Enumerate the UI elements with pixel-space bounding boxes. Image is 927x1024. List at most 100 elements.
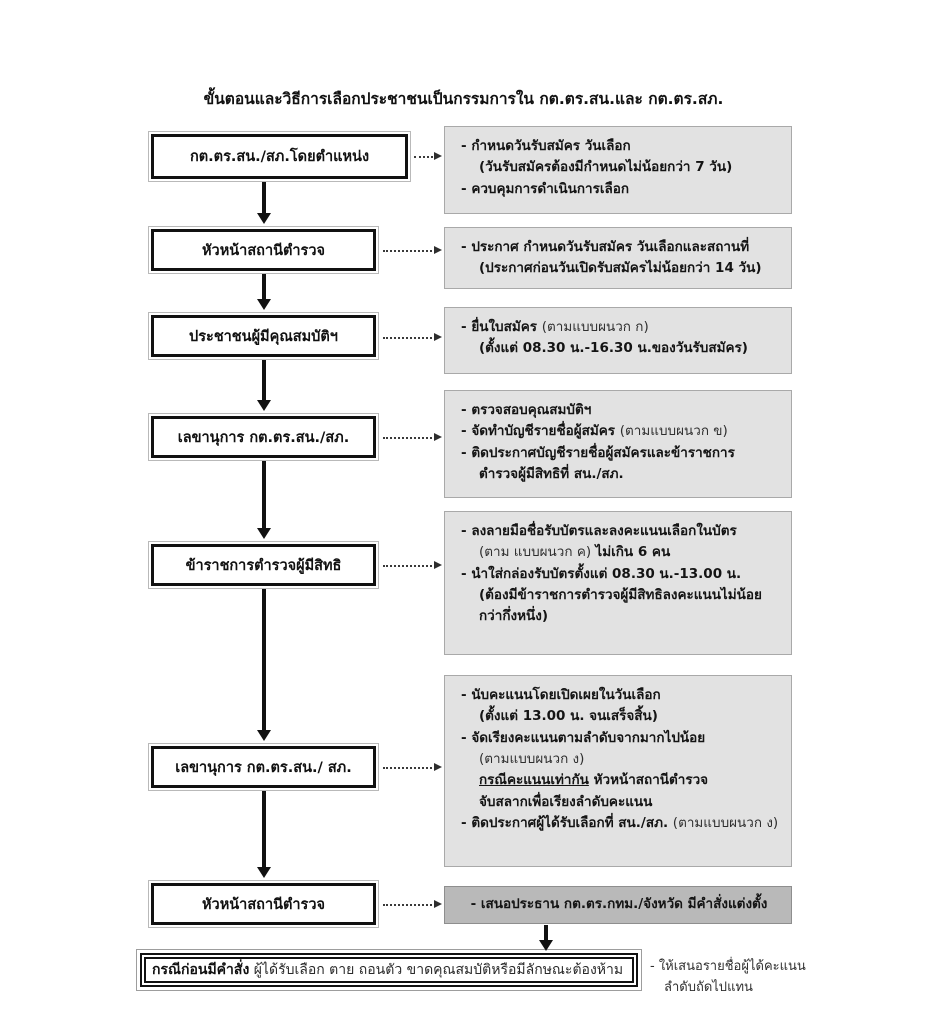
list-item: - ควบคุมการดำเนินการเลือก [461,180,630,197]
info-panel-2-list: - ประกาศ กำหนดวันรับสมัคร วันเลือกและสถา… [461,237,777,280]
info-panel-4: - ตรวจสอบคุณสมบัติฯ - จัดทำบัญชีรายชื่อผ… [444,390,792,498]
list-item: กรณีคะแนนเท่ากัน หัวหน้าสถานีตำรวจ [461,770,777,791]
list-item: - ประกาศ กำหนดวันรับสมัคร วันเลือกและสถา… [461,239,750,255]
dotted-connector-1-arrowhead [434,152,442,160]
list-item: (ประกาศก่อนวันเปิดรับสมัครไม่น้อยกว่า 14… [461,258,777,279]
list-item-text: (ตั้งแต่ 08.30 น.-16.30 น.ของวันรับสมัคร… [479,340,748,357]
list-item: (ตามแบบผนวก ง) [461,749,777,770]
list-item-text: ตรวจสอบคุณสมบัติฯ [471,402,592,418]
connector-4-5 [262,461,266,530]
list-item-text: (ตามแบบผนวก ง) [479,750,585,767]
process-node-2[interactable]: หัวหน้าสถานีตำรวจ [148,226,379,274]
node-frame: กรณีก่อนมีคำสั่ง ผู้ได้รับเลือก ตาย ถอนต… [140,953,638,987]
list-item-text: ตำรวจผู้มีสิทธิที่ สน./สภ. [479,465,624,482]
info-panel-3: - ยื่นใบสมัคร (ตามแบบผนวก ก) (ตั้งแต่ 08… [444,307,792,374]
dotted-connector-5-arrowhead [434,561,442,569]
node-frame: หัวหน้าสถานีตำรวจ [151,229,376,271]
list-item-text: (ประกาศก่อนวันเปิดรับสมัครไม่น้อยกว่า 14… [479,260,762,277]
list-item-text: (ต้องมีข้าราชการตำรวจผู้มีสิทธิลงคะแนนไม… [479,586,762,603]
list-item: - จัดทำบัญชีรายชื่อผู้สมัคร (ตามแบบผนวก … [461,423,728,440]
process-node-5[interactable]: ข้าราชการตำรวจผู้มีสิทธิ [148,541,379,589]
info-panel-7: - เสนอประธาน กต.ตร.กทม./จังหวัด มีคำสั่ง… [444,886,792,924]
list-item: (ตาม แบบผนวก ค) ไม่เกิน 6 คน [461,542,777,563]
list-item-note: (ตามแบบผนวก ข) [619,423,728,440]
side-note: - ให้เสนอรายชื่อผู้ได้คะแนน ลำดับถัดไปแท… [650,956,806,999]
list-item-text: ควบคุมการดำเนินการเลือก [471,180,630,197]
side-note-line-1: - ให้เสนอรายชื่อผู้ได้คะแนน [650,959,806,974]
connector-3-4-arrowhead [257,400,271,411]
dotted-connector-2 [383,250,436,252]
list-item: - ลงลายมือชื่อรับบัตรและลงคะแนนเลือกในบั… [461,523,737,539]
list-item-text: กำหนดวันรับสมัคร วันเลือก [471,138,631,154]
list-item-text: จับสลากเพื่อเรียงลำดับคะแนน [479,793,653,810]
list-item-text: หัวหน้าสถานีตำรวจ [588,772,709,789]
process-node-7[interactable]: หัวหน้าสถานีตำรวจ [148,880,379,928]
dotted-connector-4 [383,437,436,439]
process-node-3-label: ประชาชนผู้มีคุณสมบัติฯ [189,328,338,345]
list-item-note: (ตามแบบผนวก ง) [672,814,779,831]
dotted-connector-5 [383,565,436,567]
process-node-3[interactable]: ประชาชนผู้มีคุณสมบัติฯ [148,312,379,360]
connector-6-7-arrowhead [257,867,271,878]
list-item-text: กว่ากึ่งหนึ่ง) [479,608,548,625]
list-item: - กำหนดวันรับสมัคร วันเลือก [461,138,631,154]
process-node-6[interactable]: เลขานุการ กต.ตร.สน./ สภ. [148,743,379,791]
dotted-connector-2-arrowhead [434,246,442,254]
bottom-box[interactable]: กรณีก่อนมีคำสั่ง ผู้ได้รับเลือก ตาย ถอนต… [136,949,642,991]
dotted-connector-6 [383,767,436,769]
connector-5-6-arrowhead [257,730,271,741]
side-note-line-2: ลำดับถัดไปแทน [664,980,753,996]
list-item: - ยื่นใบสมัคร (ตามแบบผนวก ก) [461,319,649,335]
connector-3-4 [262,360,266,401]
dotted-connector-3-arrowhead [434,333,442,341]
connector-1-2-arrowhead [257,213,271,224]
list-item: (วันรับสมัครต้องมีกำหนดไม่น้อยกว่า 7 วัน… [461,157,777,178]
node-frame: ประชาชนผู้มีคุณสมบัติฯ [151,315,376,357]
dotted-connector-4-arrowhead [434,433,442,441]
node-frame: ข้าราชการตำรวจผู้มีสิทธิ [151,544,376,586]
list-item-text: นำใส่กล่องรับบัตรตั้งแต่ 08.30 น.-13.00 … [471,565,742,582]
connector-panel7-bottom-arrowhead [539,940,553,951]
list-item: (ตั้งแต่ 08.30 น.-16.30 น.ของวันรับสมัคร… [461,338,777,359]
list-item-text: (ตั้งแต่ 13.00 น. จนเสร็จสิ้น) [479,708,658,725]
process-node-4[interactable]: เลขานุการ กต.ตร.สน./สภ. [148,413,379,461]
dotted-connector-3 [383,337,436,339]
list-item: จับสลากเพื่อเรียงลำดับคะแนน [461,792,777,813]
bottom-box-bold-text: กรณีก่อนมีคำสั่ง [152,962,250,978]
process-node-7-label: หัวหน้าสถานีตำรวจ [202,896,325,913]
page-title: ขั้นตอนและวิธีการเลือกประชาชนเป็นกรรมการ… [203,90,724,108]
connector-5-6 [262,589,266,732]
dotted-connector-6-arrowhead [434,763,442,771]
list-item-emphasis: กรณีคะแนนเท่ากัน [479,772,589,789]
info-panel-3-list: - ยื่นใบสมัคร (ตามแบบผนวก ก) (ตั้งแต่ 08… [461,317,777,360]
list-item: - ตรวจสอบคุณสมบัติฯ [461,402,592,418]
node-frame: กต.ตร.สน./สภ.โดยตำแหน่ง [151,134,408,179]
list-item-text: ติดประกาศบัญชีรายชื่อผู้สมัครและข้าราชกา… [471,444,735,461]
process-node-2-label: หัวหน้าสถานีตำรวจ [202,242,325,259]
list-item-text: ประกาศ กำหนดวันรับสมัคร วันเลือกและสถานท… [471,239,750,255]
connector-2-3 [262,274,266,301]
connector-1-2 [262,182,266,215]
node-frame: หัวหน้าสถานีตำรวจ [151,883,376,925]
node-frame: เลขานุการ กต.ตร.สน./ สภ. [151,746,376,788]
list-item: (ตั้งแต่ 13.00 น. จนเสร็จสิ้น) [461,706,777,727]
list-item-text: (วันรับสมัครต้องมีกำหนดไม่น้อยกว่า 7 วัน… [479,159,733,176]
node-frame: เลขานุการ กต.ตร.สน./สภ. [151,416,376,458]
connector-2-3-arrowhead [257,299,271,310]
list-item-note: (ตามแบบผนวก ก) [541,319,649,335]
process-node-5-label: ข้าราชการตำรวจผู้มีสิทธิ [185,557,342,574]
bottom-box-label: กรณีก่อนมีคำสั่ง ผู้ได้รับเลือก ตาย ถอนต… [142,959,636,981]
list-item: (ต้องมีข้าราชการตำรวจผู้มีสิทธิลงคะแนนไม… [461,585,777,606]
process-node-1[interactable]: กต.ตร.สน./สภ.โดยตำแหน่ง [148,131,411,182]
list-item-text: ลงลายมือชื่อรับบัตรและลงคะแนนเลือกในบัตร [471,523,737,539]
list-item: กว่ากึ่งหนึ่ง) [461,606,777,627]
info-panel-5-list: - ลงลายมือชื่อรับบัตรและลงคะแนนเลือกในบั… [461,521,777,628]
info-panel-1-list: - กำหนดวันรับสมัคร วันเลือก (วันรับสมัคร… [461,136,777,200]
dotted-connector-7-arrowhead [434,900,442,908]
list-item-text: ไม่เกิน 6 คน [595,544,671,561]
list-item-text: ติดประกาศผู้ได้รับเลือกที่ สน./สภ. [471,814,673,831]
list-item: - นำใส่กล่องรับบัตรตั้งแต่ 08.30 น.-13.0… [461,565,742,582]
info-panel-4-list: - ตรวจสอบคุณสมบัติฯ - จัดทำบัญชีรายชื่อผ… [461,400,777,485]
connector-panel7-bottom [544,925,548,944]
